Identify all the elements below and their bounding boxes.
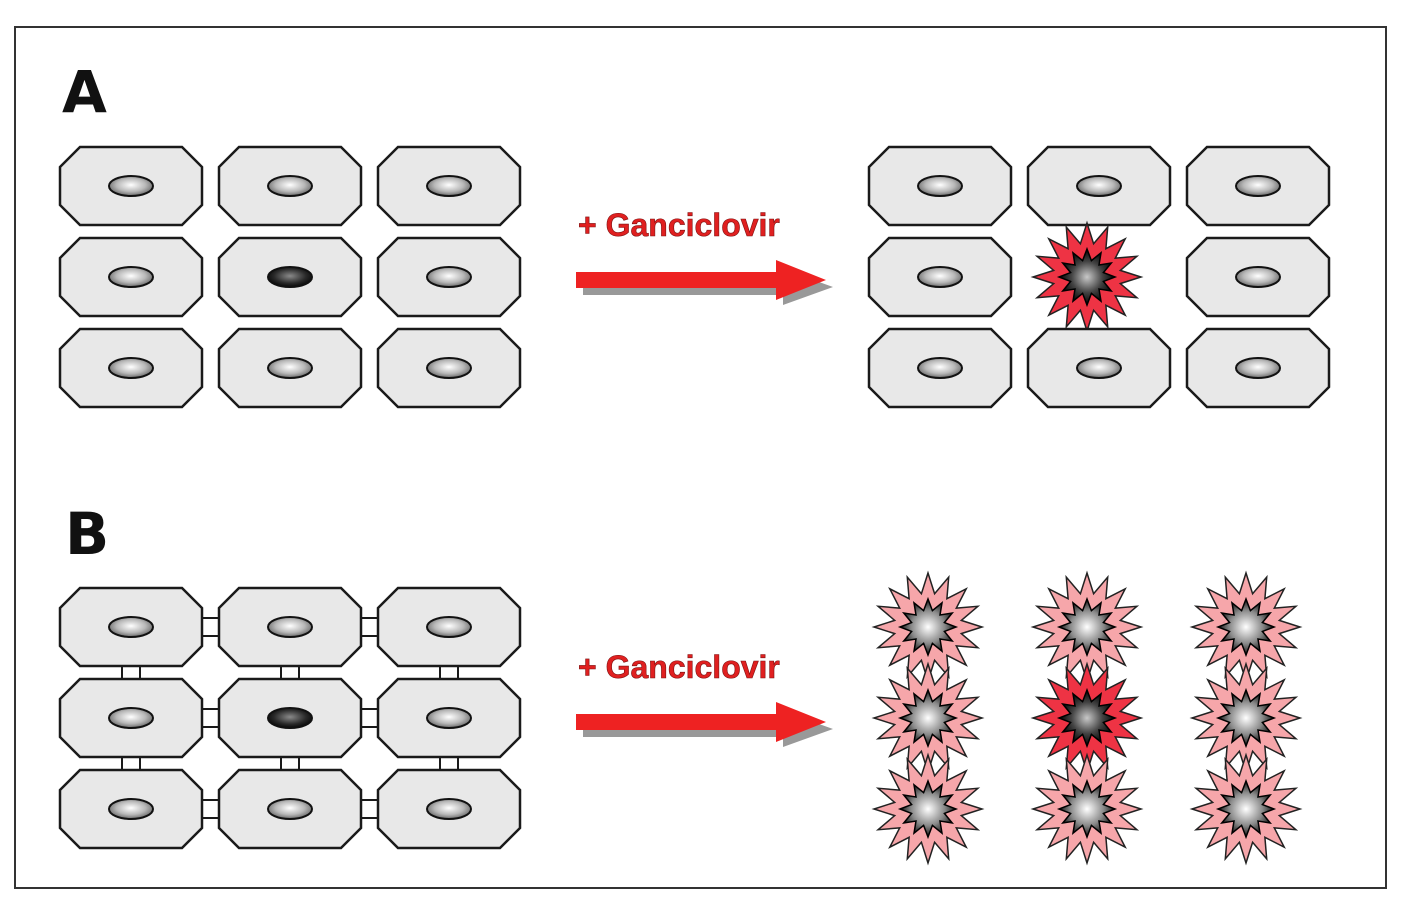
cell [376,236,522,318]
surviving-cell [867,236,1013,318]
nucleus [1076,357,1122,379]
treatment-label-b: + Ganciclovir [578,649,780,685]
nucleus [267,175,313,197]
nucleus [108,707,154,729]
nucleus [267,357,313,379]
dead-bystander-cell-burst [1030,752,1144,866]
panel-a [58,145,1331,409]
nucleus [267,616,313,638]
surviving-cell [1185,327,1331,409]
surviving-cell [1026,327,1172,409]
dead-bystander-cell-burst [871,570,985,684]
cell [376,145,522,227]
nucleus [108,798,154,820]
surviving-cell [1026,145,1172,227]
nucleus [917,175,963,197]
nucleus [426,175,472,197]
panel-letter-b: B [65,500,109,568]
cell [376,327,522,409]
nucleus [1235,175,1281,197]
nucleus [426,357,472,379]
nucleus [426,616,472,638]
dead-transduced-cell-burst [1030,220,1144,334]
treatment-arrow-a [576,260,833,305]
nucleus [267,798,313,820]
surviving-cell [867,327,1013,409]
surviving-cell [1185,145,1331,227]
nucleus [1235,357,1281,379]
gap-junctions [121,617,459,819]
dead-bystander-cell-burst [871,752,985,866]
figure-frame [14,26,1387,889]
cell [58,768,204,850]
cell [217,768,363,850]
transduced-cell [217,236,363,318]
cell [217,145,363,227]
nucleus [108,616,154,638]
nucleus [1235,266,1281,288]
cell [58,327,204,409]
cell [58,586,204,668]
nucleus [917,266,963,288]
dead-bystander-cell-burst [1189,752,1303,866]
nucleus [917,357,963,379]
surviving-cell [1185,236,1331,318]
nucleus [108,357,154,379]
cell [217,586,363,668]
nucleus [426,707,472,729]
cell [58,236,204,318]
cell-grid-after [871,570,1303,866]
cell [58,145,204,227]
panel-b [58,570,1303,866]
nucleus [1076,175,1122,197]
cell-grid-before [58,145,522,409]
transduced-nucleus [267,266,313,288]
treatment-label-a: + Ganciclovir [578,207,780,243]
cell-grid-before [58,586,522,850]
treatment-arrow-b [576,702,833,747]
cell [376,768,522,850]
surviving-cell [867,145,1013,227]
nucleus [108,266,154,288]
nucleus [426,798,472,820]
cell [376,677,522,759]
cell [217,327,363,409]
cell-grid-after [867,145,1331,409]
nucleus [108,175,154,197]
transduced-cell [217,677,363,759]
cell [376,586,522,668]
cell [58,677,204,759]
panel-letter-a: A [62,58,107,126]
transduced-nucleus [267,707,313,729]
nucleus [426,266,472,288]
